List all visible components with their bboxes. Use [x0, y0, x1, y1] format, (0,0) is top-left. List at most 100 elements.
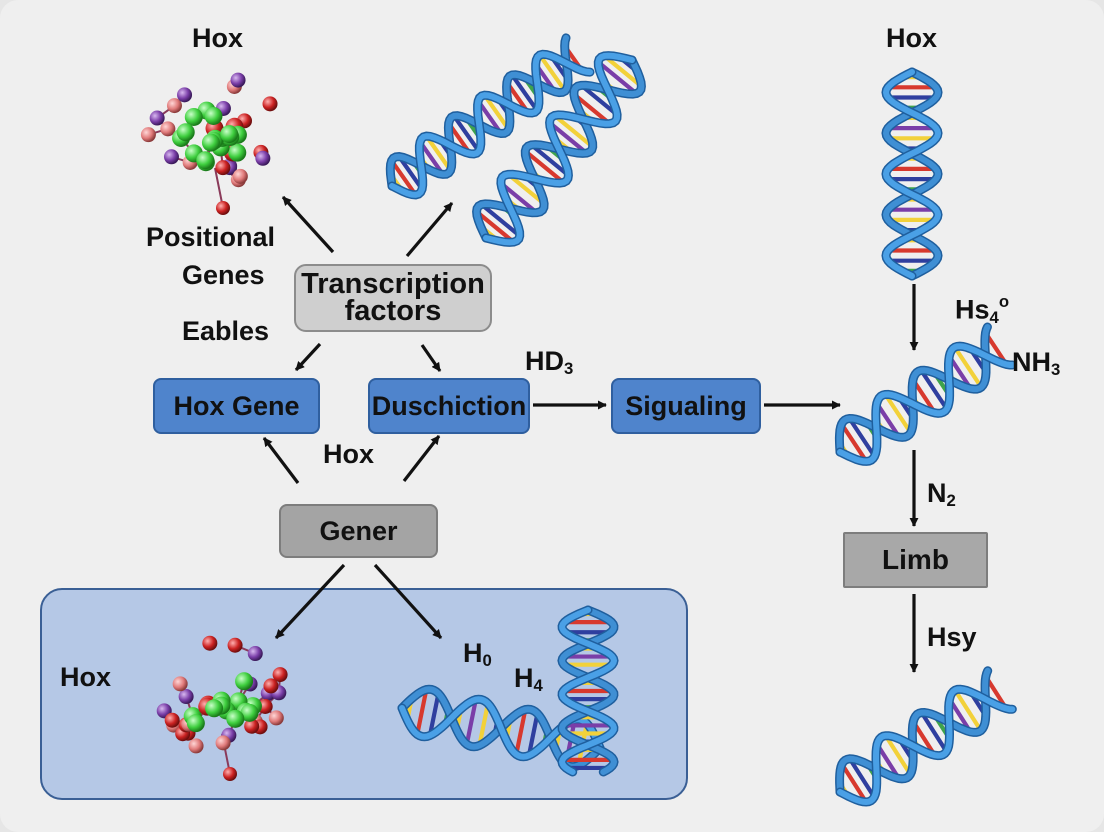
- node-transcription-factors: Transcription factors: [294, 264, 492, 332]
- dna-panel-a-rung: [526, 711, 540, 758]
- molecule-top-left-atom: [230, 72, 246, 88]
- h4-base: H: [514, 663, 534, 693]
- dna-top-left: [385, 33, 595, 200]
- molecule-panel-atom: [247, 646, 263, 662]
- arrow-tf-to-duschiction: [420, 344, 442, 372]
- dna-top-left-rung: [537, 52, 568, 94]
- molecule-panel-atom: [202, 635, 218, 651]
- molecule-top-left-atom: [149, 110, 165, 126]
- dna-bottom-right-rung: [953, 688, 983, 733]
- hd3-base: HD: [525, 346, 564, 376]
- dna-top-right-backbone: [882, 69, 942, 279]
- molecule-panel-atom: [226, 709, 245, 728]
- dna-panel-b-backbone: [558, 607, 618, 775]
- dna-panel-a-rung: [464, 697, 478, 747]
- dna-top-center-rung: [529, 142, 571, 178]
- transcription-line-2: factors: [344, 295, 442, 327]
- label-hsy: Hsy: [927, 622, 977, 652]
- label-genes: Genes: [182, 260, 265, 290]
- molecule-top-left-atom: [204, 106, 223, 125]
- arrow-gener-to-panel-molecule: [274, 563, 346, 640]
- arrow-gener-to-duschiction: [402, 435, 441, 482]
- dna-middle-right: [834, 322, 1018, 466]
- dna-top-center-rung: [602, 53, 644, 89]
- label-hox-mid: Hox: [323, 439, 375, 469]
- dna-panel-a-rung: [415, 687, 429, 737]
- node-limb: Limb: [843, 532, 988, 588]
- dna-middle-right-rung: [952, 345, 984, 390]
- hs4-base: Hs: [955, 294, 990, 325]
- dna-panel-a-rung: [477, 701, 491, 748]
- dna-top-left-rung: [451, 113, 481, 154]
- dna-top-center-rung: [523, 149, 566, 185]
- dna-top-left-rung: [509, 72, 540, 113]
- arrow-gener-to-panel-dna: [373, 563, 443, 640]
- label-hox-panel: Hox: [60, 662, 112, 692]
- dna-top-right: [881, 67, 943, 281]
- dna-top-center: [472, 51, 646, 247]
- h0-sub: 0: [482, 651, 492, 671]
- molecule-top-left-atom: [232, 168, 248, 184]
- nh3-sub: 3: [1051, 360, 1061, 380]
- molecule-panel-atom: [268, 710, 284, 726]
- molecule-top-left-atom: [140, 127, 156, 143]
- label-hd3: HD3: [525, 348, 573, 378]
- dna-bottom-right-rung: [847, 756, 877, 800]
- molecule-top-left-atom: [201, 133, 220, 152]
- n2-base: N: [927, 478, 947, 508]
- dna-top-center-rung: [579, 83, 620, 117]
- molecule-panel-atom: [205, 699, 224, 718]
- dna-top-center-backbone: [483, 52, 635, 246]
- molecule-panel-atom: [227, 637, 243, 653]
- label-hox-top-left: Hox: [192, 23, 244, 53]
- dna-panel-b: [557, 605, 619, 777]
- label-n2: N2: [927, 480, 956, 510]
- arrow-gener-to-hox-gene: [262, 437, 300, 484]
- molecule-top-left-atom: [216, 201, 230, 215]
- dna-top-center-rung: [479, 202, 522, 238]
- molecule-group: [140, 72, 288, 781]
- molecule-top-left-atom: [215, 160, 231, 176]
- label-h0: H0: [463, 640, 492, 670]
- dna-panel-a-rung: [427, 691, 441, 738]
- molecule-panel-atom: [272, 667, 288, 683]
- node-sigualing: Sigualing: [611, 378, 761, 434]
- molecule-top-left-atom: [177, 87, 193, 103]
- molecule-top-left-atom: [196, 151, 215, 170]
- node-gener: Gener: [279, 504, 438, 558]
- label-h4: H4: [514, 665, 543, 695]
- arrow-tf-to-hox-gene: [294, 342, 322, 372]
- dna-top-center-rung: [596, 60, 639, 96]
- label-nh3: NH3: [1012, 349, 1060, 379]
- dna-top-left-backbone: [389, 51, 593, 198]
- molecule-top-left-atom: [220, 125, 239, 144]
- dna-bottom-right-backbone: [836, 667, 991, 795]
- dna-middle-right-rung: [839, 421, 869, 464]
- molecule-top-left-atom: [166, 98, 182, 114]
- molecule-top-left: [140, 72, 278, 215]
- dna-panel-a-rung: [514, 707, 528, 757]
- node-duschiction: Duschiction: [368, 378, 530, 434]
- nh3-base: NH: [1012, 347, 1051, 377]
- dna-bottom-right-rung: [883, 733, 913, 777]
- dna-top-center-rung: [552, 113, 595, 149]
- molecule-panel-atom: [186, 714, 205, 733]
- helix-group: [385, 33, 1018, 807]
- dna-bottom-right-rung: [919, 710, 949, 754]
- molecule-top-left-atom: [176, 123, 195, 142]
- molecule-panel-atom: [178, 689, 194, 705]
- dna-top-center-rung: [506, 172, 547, 206]
- molecule-top-left-atom: [228, 143, 247, 162]
- dna-middle-right-backbone: [837, 343, 1016, 465]
- molecule-panel-atom: [188, 738, 204, 754]
- hs4-sup: o: [998, 292, 1010, 311]
- node-hox-gene: Hox Gene: [153, 378, 320, 434]
- dna-top-center-rung: [547, 120, 589, 156]
- dna-top-left-rung: [389, 158, 418, 198]
- dna-middle-right-rung: [919, 368, 949, 412]
- hs4-sub: 4: [989, 307, 999, 327]
- arrow-tf-to-molecule: [281, 195, 335, 254]
- molecule-panel-atom: [215, 735, 231, 751]
